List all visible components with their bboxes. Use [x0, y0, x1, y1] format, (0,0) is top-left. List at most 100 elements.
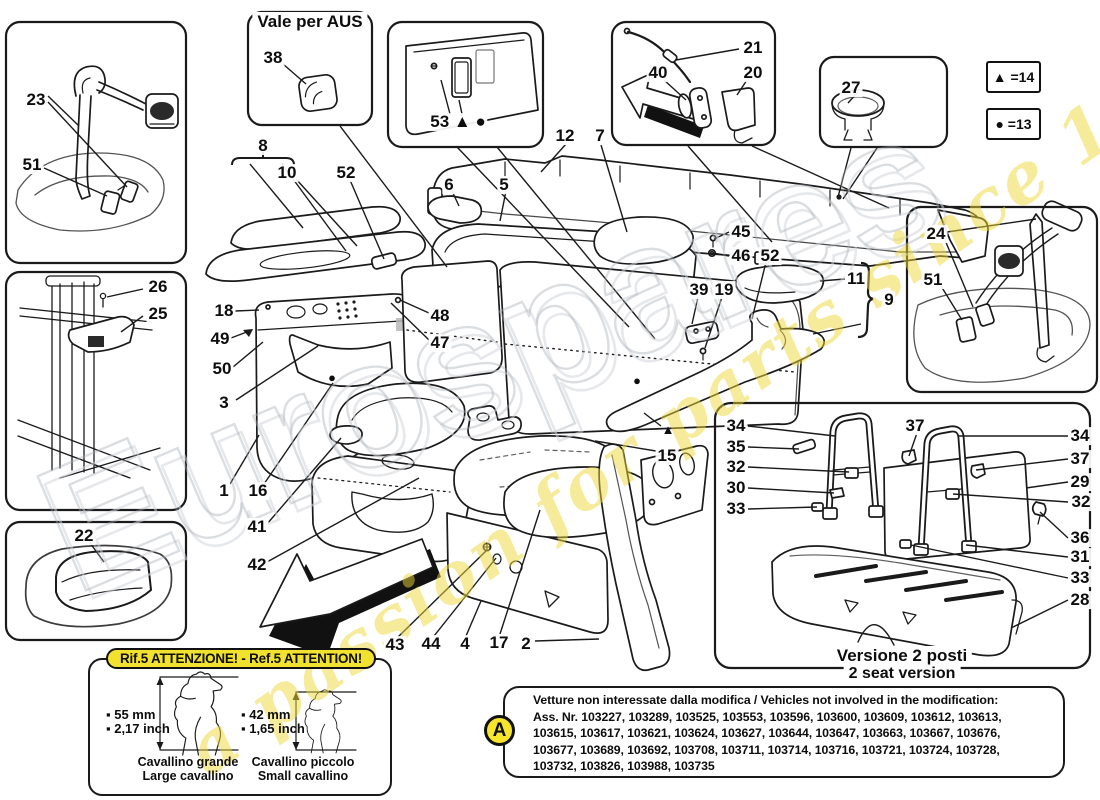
two-seat-caption-it: Versione 2 posti [831, 646, 973, 666]
seatbelt-lh-art [15, 65, 179, 232]
callout-51: 51 [921, 270, 945, 290]
callout-28: 28 [1068, 590, 1092, 610]
note-line-5: 103732, 103826, 103988, 103735 [533, 759, 715, 774]
small-cavallino-inch: ▪ 1,65 inch [241, 721, 305, 736]
box-latch-cable [610, 20, 777, 147]
callout-45: 45 [729, 222, 753, 242]
large-cavallino-inch: ▪ 2,17 inch [106, 721, 170, 736]
note-line-3: 103615, 103617, 103621, 103624, 103627, … [533, 726, 1001, 741]
callout-33: 33 [724, 499, 748, 519]
callout-3: 3 [217, 393, 231, 413]
callout-52: 52 [758, 246, 782, 266]
vale-per-aus-title: Vale per AUS [252, 12, 368, 32]
callout-22: 22 [72, 526, 96, 546]
two-seat-caption-en: 2 seat version [843, 665, 961, 683]
legend-dot: ● =13 [986, 108, 1041, 140]
box-plug-27 [818, 55, 949, 149]
callout-37: 37 [903, 416, 927, 436]
small-cavallino-name-it: Cavallino piccolo [251, 755, 355, 769]
callout-9: 9 [882, 290, 896, 310]
callout-2: 2 [519, 634, 533, 654]
callout-20: 20 [741, 63, 765, 83]
callout-43: 43 [383, 635, 407, 655]
callout-6: 6 [442, 175, 456, 195]
seat-back-panel-art [400, 260, 804, 441]
callout-44: 44 [419, 634, 443, 654]
callout-48: 48 [428, 306, 452, 326]
leader-lines [43, 48, 1069, 642]
note-line-4: 103677, 103689, 103692, 103708, 103711, … [533, 742, 1000, 757]
callout-46: 46 [729, 246, 753, 266]
callout-11: 11 [845, 269, 867, 289]
direction-arrow-large [259, 538, 441, 657]
modification-note-box: Vetture non interessate dalla modifica /… [503, 686, 1065, 778]
callout-34: 34 [1068, 426, 1092, 446]
callout-42: 42 [245, 555, 269, 575]
callout-21: 21 [741, 38, 765, 58]
callout-51: 51 [20, 155, 44, 175]
callout-33: 33 [1068, 568, 1092, 588]
line-art [15, 27, 1091, 756]
latch-cable-art [621, 27, 756, 144]
callout-38: 38 [261, 48, 285, 68]
callout-47: 47 [428, 333, 452, 353]
callout-25: 25 [146, 304, 170, 324]
callout-8: 8 [256, 136, 270, 156]
aus-guide-art [298, 73, 338, 113]
callout-37: 37 [1068, 449, 1092, 469]
legend-triangle: ▲ =14 [986, 61, 1041, 93]
callout-24: 24 [924, 224, 948, 244]
callout-▲: ▲ [661, 422, 675, 438]
two-seat-art [771, 412, 1047, 657]
callout-10: 10 [275, 163, 299, 183]
small-cavallino-name-en: Small cavallino [257, 769, 349, 783]
callout-32: 32 [1069, 492, 1093, 512]
box-bracket [4, 270, 188, 512]
callout-15: 15 [655, 446, 679, 466]
small-cavallino-mm: ▪ 42 mm [241, 707, 291, 722]
callout-34: 34 [724, 416, 748, 436]
callout-27: 27 [839, 78, 863, 98]
callout-36: 36 [1068, 528, 1092, 548]
box-shelf-53 [386, 20, 545, 149]
callout-5: 5 [497, 175, 511, 195]
callout-30: 30 [724, 478, 748, 498]
large-cavallino-mm: ▪ 55 mm [106, 707, 156, 722]
bracket-art [17, 275, 161, 479]
callout-40: 40 [646, 63, 670, 83]
quarter-structure-art [598, 443, 709, 672]
callout-7: 7 [593, 126, 607, 146]
box-seatbelt-rh [905, 205, 1099, 394]
note-a-badge: A [484, 715, 515, 746]
callout-52: 52 [334, 163, 358, 183]
callout-50: 50 [210, 359, 234, 379]
note-line-2: Ass. Nr. 103227, 103289, 103525, 103553,… [533, 709, 1002, 724]
callout-39: 39 [687, 280, 711, 300]
callout-16: 16 [246, 481, 270, 501]
cavallino-art [156, 671, 357, 756]
callout-26: 26 [146, 277, 170, 297]
cushion-22-art [24, 544, 173, 628]
callout-49: 49 [208, 329, 232, 349]
callout-41: 41 [245, 517, 269, 537]
shelf-53-art [405, 32, 539, 136]
callout-18: 18 [212, 301, 236, 321]
callout-4: 4 [458, 634, 472, 654]
seatbelt-rh-art [913, 200, 1091, 383]
callout-●: ● [328, 370, 336, 386]
callout-31: 31 [1068, 547, 1092, 567]
callout-53-▲-●: 53 ▲ ● [428, 112, 488, 132]
callout-23: 23 [24, 90, 48, 110]
callout-●: ● [633, 373, 641, 389]
box-seatbelt-lh [4, 20, 188, 265]
large-cavallino-name-en: Large cavallino [142, 769, 234, 783]
callout-17: 17 [487, 633, 511, 653]
note-line-1: Vetture non interessate dalla modifica /… [533, 693, 999, 707]
box-cushion-22 [4, 520, 188, 642]
attention-header: Rif.5 ATTENZIONE! - Ref.5 ATTENTION! [106, 648, 376, 669]
callout-19: 19 [712, 280, 736, 300]
large-cavallino-name-it: Cavallino grande [137, 755, 239, 769]
callout-29: 29 [1068, 472, 1092, 492]
